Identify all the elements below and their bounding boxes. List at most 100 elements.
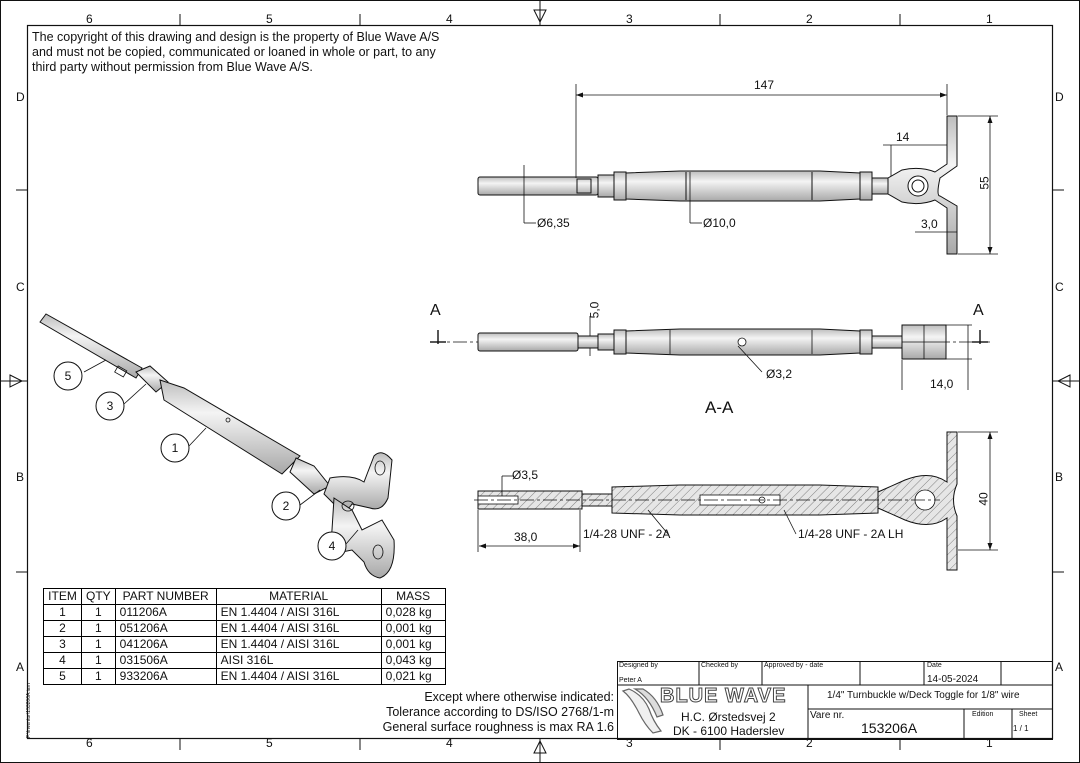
company-logo-text: BLUE WAVE [659, 685, 787, 708]
parts-list-table: ITEM QTY PART NUMBER MATERIAL MASS 1 1 0… [43, 588, 446, 685]
zone-label-col-3-bottom: 3 [626, 736, 633, 750]
dim-body-diameter: Ø10,0 [703, 216, 736, 230]
cell-mass: 0,001 kg [380, 636, 446, 653]
date-value: 14-05-2024 [927, 674, 979, 685]
section-marker-left: A [430, 302, 441, 319]
company-address-street: H.C. Ørstedsvej 2 [681, 710, 776, 724]
zone-label-col-3: 3 [626, 12, 633, 26]
edition-label: Edition [972, 711, 994, 718]
cell-part-number: 011206A [114, 604, 217, 621]
dim-plate-thickness: 3,0 [921, 217, 938, 231]
zone-label-row-a-right: A [1055, 660, 1064, 674]
cell-material: EN 1.4404 / AISI 316L [215, 668, 382, 685]
table-row: 3 1 041206A EN 1.4404 / AISI 316L 0,001 … [43, 636, 446, 653]
cell-part-number: 933206A [114, 668, 217, 685]
balloon-item-2: 2 [282, 499, 290, 513]
zone-label-col-1-bottom: 1 [986, 736, 993, 750]
zone-label-row-d-right: D [1055, 90, 1064, 104]
zone-label-col-5-bottom: 5 [266, 736, 273, 750]
dim-toggle-height: 55 [977, 176, 992, 190]
col-header-item: ITEM [43, 588, 82, 605]
file-path: F:\Inventor\153206A.iam [26, 683, 32, 738]
designed-by-label: Designed by [619, 662, 658, 669]
zone-label-col-2-bottom: 2 [806, 736, 813, 750]
cell-part-number: 051206A [114, 620, 217, 637]
isometric-view [39, 313, 395, 579]
cell-part-number: 031506A [114, 652, 217, 669]
dim-bore-diameter: Ø3,5 [512, 468, 539, 482]
checked-by-label: Checked by [701, 662, 738, 669]
cell-item: 2 [43, 620, 82, 637]
thread-callout-right: 1/4-28 UNF - 2A [583, 527, 671, 541]
cell-mass: 0,001 kg [380, 620, 446, 637]
thread-callout-left: 1/4-28 UNF - 2A LH [798, 527, 904, 541]
cell-material: EN 1.4404 / AISI 316L [215, 620, 382, 637]
zone-label-row-b: B [16, 470, 25, 484]
col-header-qty: QTY [81, 588, 116, 605]
cell-mass: 0,043 kg [380, 652, 446, 669]
zone-label-col-4: 4 [446, 12, 453, 26]
side-view [430, 316, 990, 390]
zone-label-col-6-bottom: 6 [86, 736, 93, 750]
title-block-grid [617, 661, 1053, 740]
table-row: 5 1 933206A EN 1.4404 / AISI 316L 0,021 … [43, 668, 446, 685]
cell-item: 4 [43, 652, 82, 669]
zone-label-col-5: 5 [266, 12, 273, 26]
top-view [477, 84, 998, 255]
cell-part-number: 041206A [114, 636, 217, 653]
vare-nr-value: 153206A [861, 720, 918, 736]
date-label: Date [927, 662, 942, 669]
company-address-city: DK - 6100 Haderslev [673, 724, 785, 738]
section-view-title: A-A [705, 398, 734, 417]
zone-label-row-c-right: C [1055, 280, 1064, 294]
zone-label-row-b-right: B [1055, 470, 1064, 484]
designed-by-value: Peter A [619, 677, 642, 684]
table-row: 4 1 031506A AISI 316L 0,043 kg [43, 652, 446, 669]
col-header-mass: MASS [380, 588, 446, 605]
dim-toggle-width: 14,0 [930, 377, 954, 391]
zone-label-col-2: 2 [806, 12, 813, 26]
dim-toggle-span: 40 [976, 492, 991, 506]
cell-mass: 0,028 kg [380, 604, 446, 621]
table-row: 1 1 011206A EN 1.4404 / AISI 316L 0,028 … [43, 604, 446, 621]
cell-material: EN 1.4404 / AISI 316L [215, 604, 382, 621]
dim-overall-length: 147 [754, 78, 775, 92]
zone-label-col-4-bottom: 4 [446, 736, 453, 750]
zone-label-col-1: 1 [986, 12, 993, 26]
cell-qty: 1 [81, 636, 116, 653]
section-aa-view [474, 431, 998, 571]
zone-label-row-d: D [16, 90, 25, 104]
drawing-description: 1/4" Turnbuckle w/Deck Toggle for 1/8" w… [827, 690, 1020, 701]
copyright-notice: The copyright of this drawing and design… [32, 30, 440, 74]
cell-item: 1 [43, 604, 82, 621]
dim-eye-offset: 14 [896, 130, 910, 144]
table-header-row: ITEM QTY PART NUMBER MATERIAL MASS [43, 588, 446, 605]
cell-item: 5 [43, 668, 82, 685]
balloon-item-4: 4 [328, 539, 336, 553]
zone-label-row-c: C [16, 280, 25, 294]
sheet-label: Sheet [1019, 711, 1038, 718]
dim-stud-diameter: Ø6,35 [537, 216, 570, 230]
cell-material: EN 1.4404 / AISI 316L [215, 636, 382, 653]
balloon-item-3: 3 [106, 399, 114, 413]
dim-stud-flat: 5,0 [587, 301, 602, 319]
balloon-item-5: 5 [64, 369, 72, 383]
col-header-part-number: PART NUMBER [114, 588, 217, 605]
cell-mass: 0,021 kg [380, 668, 446, 685]
dim-bore-depth: 38,0 [514, 530, 538, 544]
balloon-item-1: 1 [171, 441, 179, 455]
zone-label-row-a: A [16, 660, 25, 674]
cell-qty: 1 [81, 668, 116, 685]
col-header-material: MATERIAL [215, 588, 382, 605]
cell-item: 3 [43, 636, 82, 653]
table-row: 2 1 051206A EN 1.4404 / AISI 316L 0,001 … [43, 620, 446, 637]
cell-qty: 1 [81, 604, 116, 621]
cell-qty: 1 [81, 620, 116, 637]
zone-label-col-6: 6 [86, 12, 93, 26]
cell-material: AISI 316L [215, 652, 382, 669]
dim-hole-diameter: Ø3,2 [766, 367, 793, 381]
cell-qty: 1 [81, 652, 116, 669]
section-marker-right: A [973, 302, 984, 319]
tolerance-note: Except where otherwise indicated: Tolera… [382, 690, 614, 734]
approved-by-label: Approved by - date [764, 662, 824, 669]
